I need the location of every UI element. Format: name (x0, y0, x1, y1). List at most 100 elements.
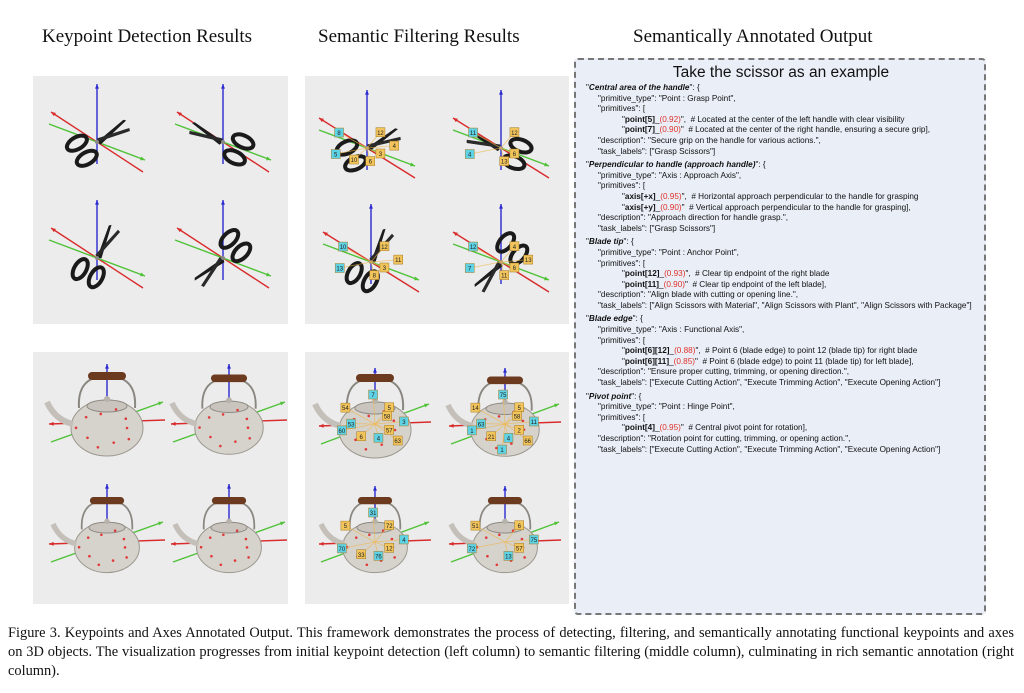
scissors (474, 231, 530, 293)
confidence-score: (0.88) (674, 346, 696, 356)
keypoint-dot (521, 419, 525, 423)
keypoint-marker-label: 58 (384, 414, 391, 420)
keypoint-marker (349, 154, 359, 165)
primitive-entry: "point[5]_(0.92)", # Located at the cent… (622, 114, 905, 124)
description-line: "description": "Align blade with cutting… (586, 290, 976, 301)
keypoint-marker-label: 1 (500, 448, 504, 454)
keypoint-marker (337, 543, 347, 554)
keypoint-dot (245, 417, 249, 421)
scissors (344, 228, 395, 294)
x-axis-head (453, 232, 458, 237)
annotation-box: Take the scissor as an example "Central … (574, 58, 986, 615)
kettle-handle (356, 374, 394, 382)
primitive-name: point[5] (624, 114, 655, 124)
kettle-spout (448, 522, 476, 547)
keypoint-marker-label: 33 (358, 553, 365, 559)
task-labels-value: ["Grasp Scissors"] (649, 146, 716, 156)
keypoint-marker (368, 389, 378, 400)
z-axis-head (105, 364, 109, 369)
marker-leader (341, 541, 376, 549)
primitive-comment: ", # Horizontal approach perpendicular t… (681, 191, 919, 201)
keypoint-dot (219, 444, 222, 448)
y-axis-head (280, 521, 285, 526)
z-axis-head (503, 486, 507, 491)
kettle-knob (502, 399, 508, 405)
primitive-name: point[6][11] (624, 356, 670, 366)
annotation-key-line: "Pivot point": { (586, 391, 642, 401)
keypoint-marker (382, 411, 392, 421)
annotation-block: "Pivot point": {"primitive_type": "Point… (586, 392, 976, 456)
keypoint-marker (529, 416, 539, 427)
kettle-spout (172, 522, 200, 547)
marker-leader (469, 261, 502, 269)
keypoint-marker (399, 534, 409, 545)
keypoint-dot (235, 529, 239, 532)
keypoint-dot (234, 440, 237, 443)
primitive-name: point[6][12] (624, 346, 670, 356)
z-axis-head (221, 200, 225, 205)
field-label: "primitive_type": (598, 325, 659, 335)
kettle-knob (226, 518, 232, 524)
annotation-block: "Blade tip": {"primitive_type": "Point :… (586, 237, 976, 311)
marker-leader (471, 423, 506, 431)
x-axis-head (49, 541, 54, 546)
keypoint-marker-label: 12 (511, 131, 518, 137)
x-axis-head (177, 228, 182, 233)
keypoint-marker-label: 6 (518, 524, 522, 530)
keypoint-marker-label: 6 (369, 160, 373, 166)
kettle-spout (318, 522, 346, 547)
keypoint-marker (476, 418, 486, 429)
scissor-handle (344, 261, 364, 286)
keypoint-marker-label: 2 (518, 428, 522, 434)
keypoint-marker-label: 7 (468, 267, 472, 273)
keypoint-dot (77, 545, 81, 549)
keypoint-marker (337, 425, 347, 436)
keypoint-marker-label: 75 (531, 538, 538, 544)
confidence-score: (0.90) (663, 279, 685, 289)
marker-leader (339, 261, 372, 269)
keypoint-marker (330, 149, 341, 159)
scissor-handle (86, 265, 106, 290)
y-axis-head (158, 401, 163, 406)
x-axis-head (449, 423, 454, 428)
keypoint-marker-label: 53 (348, 422, 355, 428)
keypoint-marker-label: 5 (344, 524, 348, 530)
z-axis-head (95, 200, 99, 205)
keypoint-marker-label: 13 (501, 160, 508, 166)
keypoint-marker-label: 5 (518, 406, 522, 412)
marker-leader (502, 394, 506, 425)
keypoint-dot (392, 419, 396, 423)
keypoint-marker-label: 14 (472, 406, 479, 412)
annotation-key: Perpendicular to handle (approach handle… (588, 160, 756, 170)
scissors (70, 224, 121, 290)
keypoint-marker-label: 6 (513, 152, 517, 158)
task-labels-line: "task_labels": ["Execute Cutting Action"… (586, 378, 976, 389)
z-axis-head (503, 368, 507, 373)
x-axis-head (323, 232, 328, 237)
keypoint-dot (125, 426, 129, 430)
primitive-comment: ", # Clear tip endpoint of the right bla… (685, 269, 830, 279)
field-label: "task_labels": (598, 146, 650, 156)
description-value: "Ensure proper cutting, trimming, or ope… (647, 367, 850, 377)
keypoint-marker (509, 148, 520, 159)
description-value: "Align blade with cutting or opening lin… (647, 290, 799, 300)
field-label: "primitive_type": (598, 93, 659, 103)
keypoint-dot (247, 556, 250, 559)
marker-leader (475, 525, 506, 543)
x-axis-head (171, 541, 176, 546)
keypoint-marker (512, 411, 522, 421)
description-line: "description": "Rotation point for cutti… (586, 434, 976, 445)
keypoint-dot (208, 536, 212, 539)
scissor-pivot (95, 256, 99, 260)
keypoint-marker-label: 72 (469, 547, 476, 553)
keypoint-dot (219, 563, 223, 567)
primitive-comment: " # Clear tip endpoint of the left blade… (685, 279, 827, 289)
keypoint-dot (520, 537, 524, 541)
primitive-type-value: "Axis : Approach Axis", (658, 170, 742, 180)
scissor-handle (74, 148, 99, 168)
primitive-name: point[12] (624, 269, 660, 279)
keypoint-marker (338, 241, 348, 252)
field-label: "description": (598, 213, 648, 223)
z-axis-head (365, 90, 369, 95)
scissor-handle (70, 257, 90, 282)
